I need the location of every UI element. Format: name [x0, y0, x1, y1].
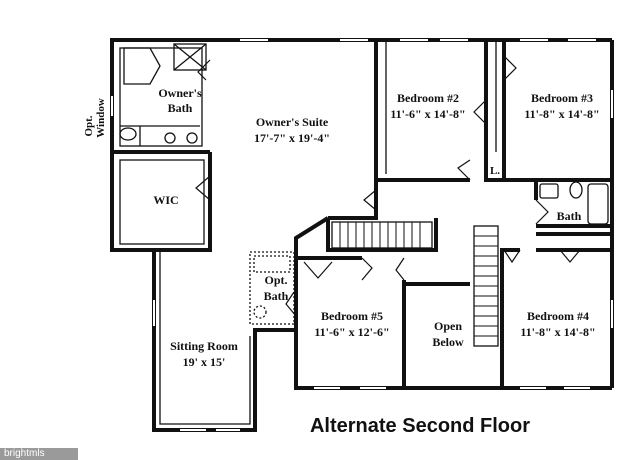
owners-suite-dims: 17'-7" x 19'-4" [254, 131, 330, 145]
windows [111, 39, 613, 431]
bedroom5-name: Bedroom #5 [321, 309, 383, 323]
opt-bath-label-2: Bath [264, 289, 289, 303]
doors [195, 55, 581, 317]
plan-title: Alternate Second Floor [310, 415, 530, 437]
bedroom3-dims: 11'-8" x 14'-8" [524, 107, 599, 121]
wic-label: WIC [153, 193, 178, 207]
wall-bedroom4 [500, 248, 520, 388]
wall-sitting-room [152, 250, 296, 432]
wall-owners-wing [110, 38, 212, 252]
opt-bath-label-1: Opt. [264, 273, 287, 287]
bath-label: Bath [557, 209, 582, 223]
opt-window-label-2: Window [95, 98, 107, 138]
inner-wall-lines [119, 40, 609, 425]
wall-stair-box [326, 218, 438, 252]
sitting-room-dims: 19' x 15' [183, 355, 226, 369]
linen-label: L. [490, 165, 500, 177]
watermark: brightmls [0, 448, 78, 460]
bedroom5-dims: 11'-6" x 12'-6" [314, 325, 389, 339]
open-below-label-1: Open [434, 319, 462, 333]
bedroom3-name: Bedroom #3 [531, 91, 593, 105]
wall-bottom-right [294, 216, 612, 390]
bedroom4-name: Bedroom #4 [527, 309, 589, 323]
bedroom2-name: Bedroom #2 [397, 91, 459, 105]
bedroom4-dims: 11'-8" x 14'-8" [520, 325, 595, 339]
wall-bedroom3 [502, 40, 612, 182]
open-below-label-2: Below [432, 335, 464, 349]
owners-suite-name: Owner's Suite [256, 115, 329, 129]
wall-stair-upper [328, 180, 378, 220]
opt-window-label-1: Opt. [83, 115, 95, 136]
owners-bath-label-1: Owner's [158, 86, 202, 100]
bedroom2-dims: 11'-6" x 14'-8" [390, 107, 465, 121]
sitting-room-name: Sitting Room [170, 339, 238, 353]
owners-bath-label-2: Bath [168, 101, 193, 115]
